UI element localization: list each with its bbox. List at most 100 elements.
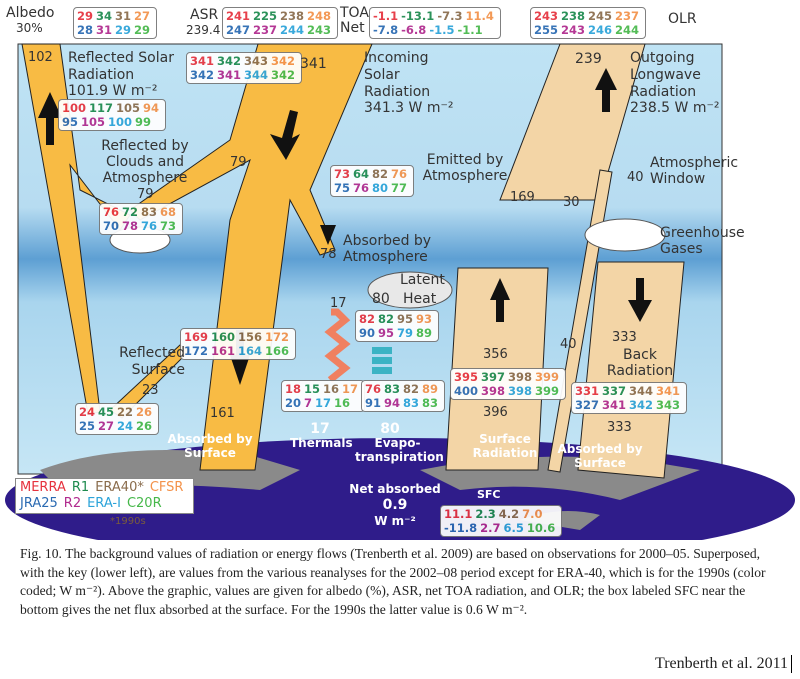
reflected-solar-value: 101.9 W m⁻²: [68, 83, 158, 99]
reanalysis-value-r1: -13.1: [401, 9, 435, 23]
reanalysis-value-era40: 16: [323, 382, 340, 396]
reanalysis-value-era40: 398: [508, 370, 533, 384]
reanalysis-value-cfsr: 93: [416, 312, 433, 326]
back-radiation-label: Back Radiation: [606, 347, 674, 379]
reanalysis-value-r1: 45: [98, 405, 115, 419]
reanalysis-value-r2: 237: [253, 23, 278, 37]
reanalysis-value-merra: 29: [77, 9, 94, 23]
reanalysis-value-erai: 100: [108, 115, 133, 129]
value-356: 356: [483, 347, 508, 362]
thermals-label: Thermals: [290, 436, 353, 450]
reanalysis-value-jra25: 400: [454, 384, 479, 398]
reanalysis-value-erai: 24: [117, 419, 134, 433]
absorbed-surface-label-right: Absorbed by Surface: [557, 442, 643, 470]
reanalysis-value-jra25: -7.8: [373, 23, 399, 37]
absorbed-surface-label: Absorbed by Surface: [167, 432, 253, 460]
reanalysis-value-erai: 246: [588, 23, 613, 37]
outgoing-longwave-label: Outgoing Longwave Radiation: [630, 50, 701, 100]
reanalysis-value-r1: 225: [253, 9, 278, 23]
reanalysis-value-erai: 80: [372, 181, 389, 195]
reanalysis-value-r2: 105: [81, 115, 106, 129]
reanalysis-value-era40: 343: [244, 54, 269, 68]
value-239: 239: [575, 51, 602, 67]
reanalysis-value-era40: 105: [116, 101, 141, 115]
reanalysis-value-r1: 117: [89, 101, 114, 115]
reanalysis-value-erai: 398: [508, 384, 533, 398]
reanalysis-value-c20r: 244: [615, 23, 640, 37]
evaporation-bars: [372, 347, 392, 374]
reanalysis-value-cfsr: 89: [422, 382, 439, 396]
sfc-label: SFC: [477, 488, 501, 501]
key-note: *1990s: [110, 516, 146, 527]
reanalysis-value-cfsr: 248: [307, 9, 332, 23]
reanalysis-value-r2: 95: [378, 326, 395, 340]
asr-value: 239.4: [186, 23, 221, 37]
reanalysis-value-era40: 22: [117, 405, 134, 419]
reflected-surface-label: Reflected Surface: [119, 345, 185, 378]
heat-label: Heat: [403, 291, 437, 307]
value-23: 23: [142, 383, 159, 398]
thermals-arrow: [324, 308, 351, 383]
latent-label: Latent: [400, 272, 445, 288]
reanalysis-value-merra: 331: [575, 384, 600, 398]
value-40-surface: 40: [560, 337, 577, 352]
net-absorbed-label: Net absorbed: [349, 482, 441, 496]
emitted-atmosphere-label: Emitted by Atmosphere: [422, 152, 508, 184]
reanalysis-value-erai: 83: [403, 396, 420, 410]
reanalysis-value-c20r: 83: [422, 396, 439, 410]
reanalysis-value-erai: 164: [238, 344, 263, 358]
reanalysis-value-r1: 2.3: [475, 507, 496, 521]
reanalysis-value-r1: 34: [96, 9, 113, 23]
reanalysis-value-r1: 82: [378, 312, 395, 326]
value-40-window: 40: [627, 170, 644, 185]
reanalysis-value-cfsr: 94: [143, 101, 160, 115]
reanalysis-value-jra25: 25: [79, 419, 96, 433]
reanalysis-value-jra25: 70: [103, 219, 120, 233]
incoming-solar-value: 341.3 W m⁻²: [364, 100, 454, 116]
reanalysis-value-erai: 6.5: [503, 521, 524, 535]
reanalysis-value-jra25: 28: [77, 23, 94, 37]
reanalysis-value-r2: 398: [481, 384, 506, 398]
citation: Trenberth et al. 2011: [655, 655, 792, 673]
reanalysis-value-r1: 238: [561, 9, 586, 23]
key-entry-r2: R2: [63, 496, 82, 511]
reanalysis-value-era40: 156: [238, 330, 263, 344]
reanalysis-value-era40: 31: [115, 9, 132, 23]
reanalysis-value-cfsr: 17: [342, 382, 359, 396]
reanalysis-value-merra: 341: [190, 54, 215, 68]
reanalysis-value-cfsr: 7.0: [522, 507, 543, 521]
asr-label: ASR: [190, 7, 219, 23]
atmospheric-window-label: Atmospheric Window: [650, 155, 739, 187]
